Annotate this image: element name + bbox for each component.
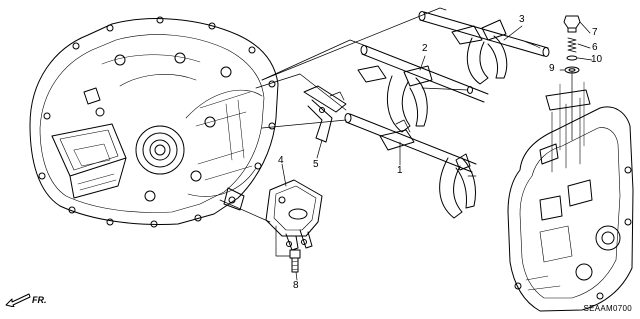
bolt-part7 (563, 15, 581, 33)
transmission-case (507, 89, 634, 312)
drawing-code: SEAAM0700 (583, 304, 632, 313)
callout-leader-lines (281, 21, 593, 281)
callout-10: 10 (591, 54, 603, 65)
shift-fork-shaft-assembly-part2 (357, 45, 489, 133)
callout-3: 3 (519, 14, 525, 25)
clutch-housing (29, 16, 279, 228)
assembly-guide-lines (219, 7, 585, 257)
shift-fork-shaft-assembly-part3 (418, 11, 550, 85)
shift-fork-shaft-assembly-part1 (344, 113, 477, 219)
interlock-lever-part5 (303, 85, 347, 143)
washer-part10 (566, 55, 578, 61)
callout-4: 4 (278, 155, 284, 166)
front-direction-label: FR. (32, 295, 47, 305)
spring-part6 (567, 37, 577, 53)
callout-1: 1 (397, 165, 403, 176)
callout-5: 5 (313, 159, 319, 170)
callout-6: 6 (592, 42, 598, 53)
callout-2: 2 (422, 43, 428, 54)
front-arrow-icon (5, 293, 31, 307)
front-direction-indicator: FR. (5, 293, 47, 307)
callout-8: 8 (293, 280, 299, 291)
callout-7: 7 (592, 27, 598, 38)
callout-9: 9 (549, 63, 555, 74)
shift-lever-bracket-part4 (265, 179, 323, 251)
bolt-part8 (289, 249, 301, 273)
